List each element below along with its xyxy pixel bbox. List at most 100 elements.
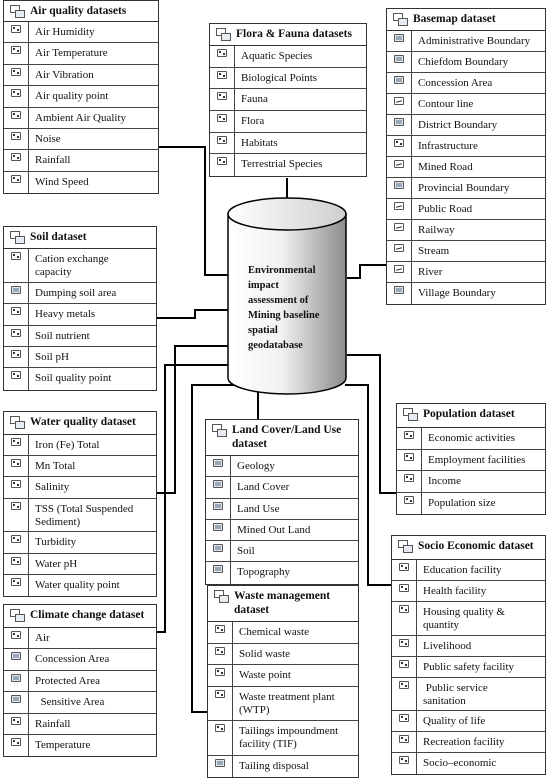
feature-type-cell: [4, 283, 29, 304]
feature-class-row: District Boundary: [387, 115, 545, 136]
feature-class-row: Noise: [4, 128, 158, 151]
feature-type-cell: [4, 368, 29, 390]
point-feature-icon: [404, 452, 414, 461]
feature-class-label: Rainfall: [29, 150, 74, 167]
feature-class-label-line: Salinity: [35, 481, 70, 494]
feature-class-row: Iron (Fe) Total: [4, 435, 156, 457]
feature-class-label-line: Temperature: [35, 738, 91, 751]
point-feature-icon: [11, 371, 21, 380]
point-feature-icon: [399, 714, 409, 723]
dataset-title: Socio Economic dataset: [418, 539, 534, 553]
feature-type-cell: [4, 86, 29, 107]
feature-class-label: Population size: [422, 493, 500, 510]
feature-class-label: Iron (Fe) Total: [29, 435, 103, 452]
connector-socio: [345, 384, 391, 586]
feature-class-label: Heavy metals: [29, 304, 99, 321]
feature-type-cell: [208, 665, 233, 686]
feature-class-row: Health facility: [392, 581, 545, 602]
point-feature-icon: [11, 89, 21, 98]
feature-class-label-line: Waste point: [239, 669, 291, 682]
feature-class-row: Land Cover: [206, 477, 358, 499]
feature-class-label: Village Boundary: [412, 283, 500, 300]
point-feature-icon: [404, 431, 414, 439]
polygon-feature-icon: [215, 758, 225, 767]
feature-class-label-line: Rainfall: [35, 717, 71, 730]
feature-class-row: Fauna: [210, 89, 366, 112]
feature-class-label: Soil pH: [29, 347, 73, 364]
point-feature-icon: [11, 67, 21, 76]
polygon-feature-icon: [394, 76, 404, 84]
dataset-header: Flora & Fauna datasets: [210, 24, 366, 46]
feature-class-row: Railway: [387, 220, 545, 241]
feature-class-label-line: facility (TIF): [239, 738, 297, 751]
polygon-feature-icon: [213, 501, 223, 510]
feature-class-label-line: Biological Points: [241, 71, 318, 84]
feature-class-label-line: Railway: [418, 224, 455, 236]
feature-class-label-line: Mined Out Land: [237, 523, 311, 536]
feature-class-row: Soil quality point: [4, 368, 156, 390]
feature-class-label: Air Vibration: [29, 65, 98, 82]
dataset-title-line: Air quality datasets: [30, 5, 127, 17]
feature-class-row: Turbidity: [4, 532, 156, 554]
feature-class-row: Air Vibration: [4, 64, 158, 87]
dataset-header: Population dataset: [397, 404, 545, 428]
feature-type-cell: [208, 755, 233, 778]
dataset-title-line: dataset: [232, 438, 268, 450]
feature-type-cell: [4, 171, 29, 194]
point-feature-icon: [215, 646, 225, 655]
feature-class-label-line: Air quality point: [35, 90, 109, 103]
feature-class-label-line: Heavy metals: [35, 308, 96, 321]
point-feature-icon: [217, 157, 227, 166]
dataset-icon: [10, 5, 25, 18]
feature-class-label-line: Soil: [237, 545, 255, 558]
feature-class-row: Heavy metals: [4, 304, 156, 326]
feature-type-cell: [387, 157, 412, 177]
feature-class-label-line: Employment facilities: [428, 453, 526, 466]
feature-class-label: Air: [29, 628, 54, 645]
feature-class-row: Geology: [206, 456, 358, 478]
feature-class-label: Habitats: [235, 133, 282, 150]
feature-class-row: Recreation facility: [392, 732, 545, 754]
feature-class-label-line: Dumping soil area: [35, 287, 117, 300]
feature-type-cell: [4, 64, 29, 86]
feature-class-label: Soil quality point: [29, 368, 115, 385]
point-feature-icon: [399, 756, 409, 765]
feature-type-cell: [206, 456, 231, 477]
feature-class-label-line: Soil pH: [35, 350, 69, 363]
feature-class-label-line: Air: [35, 632, 50, 644]
dataset-header: Climate change dataset: [4, 605, 156, 628]
feature-class-label-line: Habitats: [241, 136, 278, 149]
feature-class-label: Railway: [412, 220, 459, 237]
feature-type-cell: [387, 52, 412, 72]
feature-class-label: Ambient Air Quality: [29, 108, 130, 125]
feature-class-label: Sensitive Area: [29, 692, 108, 709]
feature-class-row: Soil: [206, 541, 358, 563]
feature-class-label: Livelihood: [417, 636, 475, 653]
feature-class-label: River: [412, 262, 446, 279]
feature-type-cell: [210, 111, 235, 132]
point-feature-icon: [399, 680, 409, 689]
feature-type-cell: [4, 734, 29, 757]
dataset-icon: [10, 416, 25, 429]
line-feature-icon: [394, 244, 404, 252]
point-feature-icon: [11, 631, 21, 639]
feature-type-cell: [4, 128, 29, 150]
point-feature-icon: [399, 659, 409, 668]
feature-class-label-line: Tailing disposal: [239, 759, 309, 772]
dataset-header: Water quality dataset: [4, 412, 156, 435]
feature-class-label-line: Administrative Boundary: [418, 35, 531, 47]
connector-waste: [191, 384, 235, 713]
feature-type-cell: [210, 67, 235, 89]
feature-class-label-line: Terrestrial Species: [241, 158, 323, 171]
point-feature-icon: [399, 584, 409, 592]
feature-class-label-line: Economic activities: [428, 432, 516, 444]
feature-type-cell: [387, 73, 412, 93]
feature-class-label: Quality of life: [417, 711, 489, 728]
